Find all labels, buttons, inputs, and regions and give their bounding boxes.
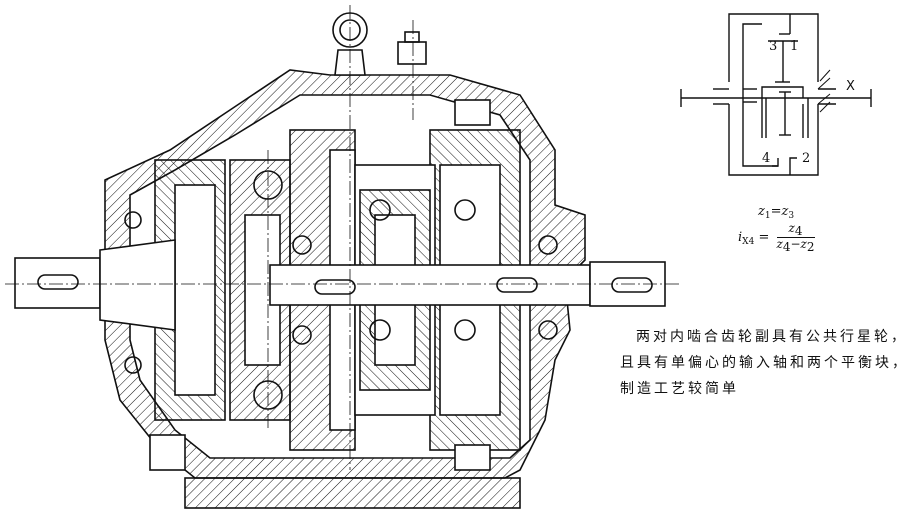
gear-label-3: 3 [769, 39, 778, 54]
description-line-3: 制造工艺较简单 [620, 381, 739, 397]
kinematic-schematic [680, 13, 872, 176]
formula-equal-teeth: z1=z3 [758, 204, 795, 221]
description-line-2: 且具有单偏心的输入轴和两个平衡块， [620, 355, 909, 371]
gear-label-4: 4 [762, 151, 771, 166]
gear-label-1: 1 [790, 39, 799, 54]
description-line-1: 两对内啮合齿轮副具有公共行星轮， [636, 329, 908, 345]
gear-label-2: 2 [802, 151, 811, 166]
formula-ratio: iX4 = z4 z4−z2 [738, 221, 815, 254]
bearings [124, 170, 558, 410]
carrier-label-x: X [846, 79, 855, 94]
